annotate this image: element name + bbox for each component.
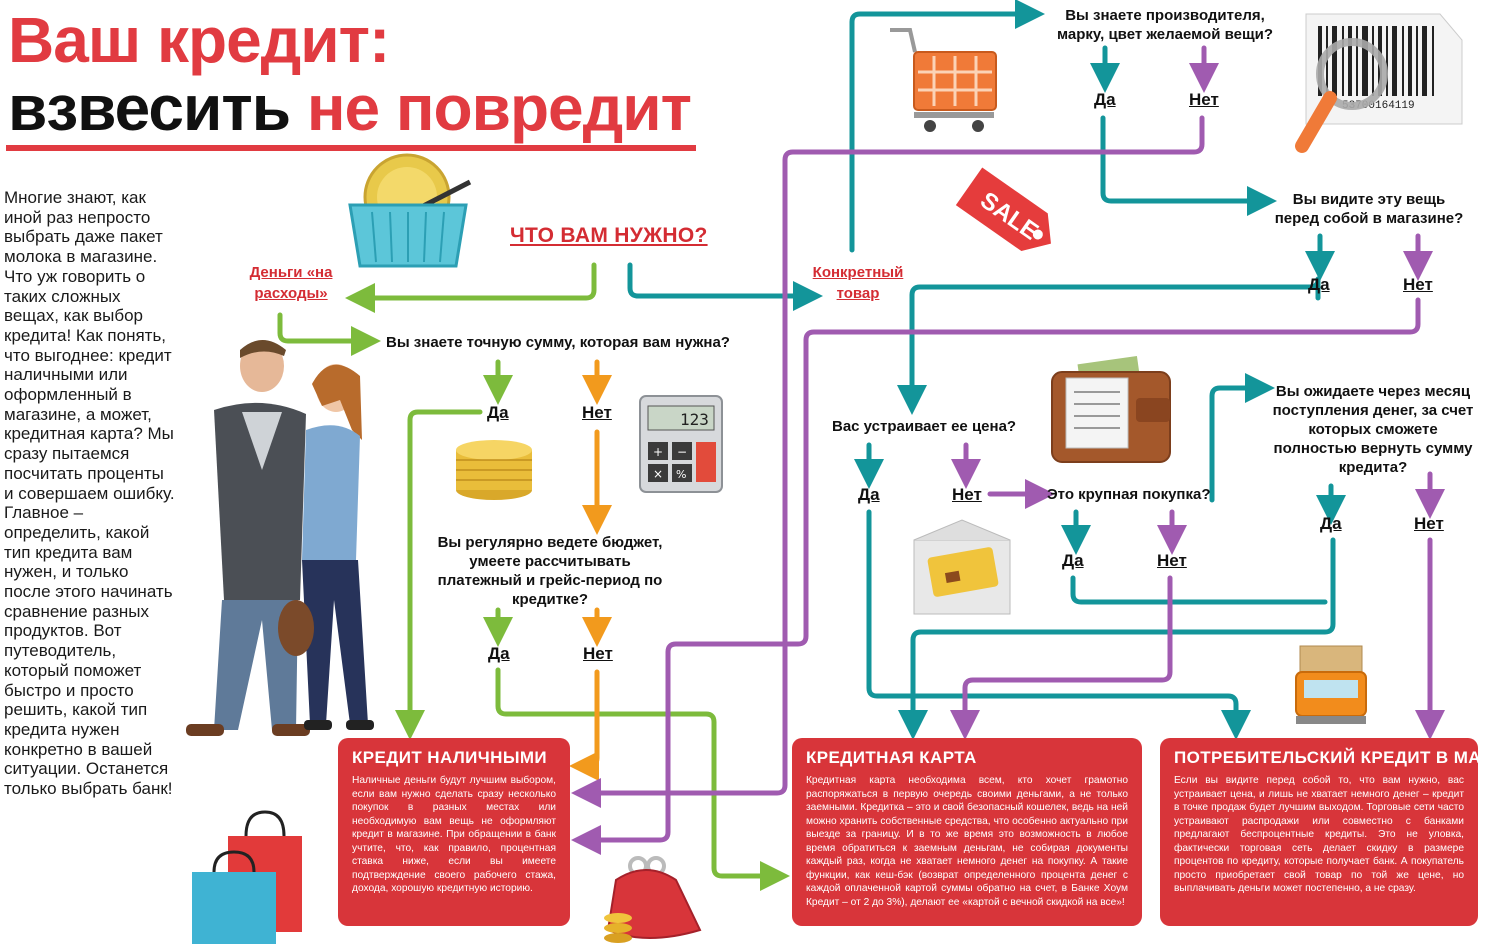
title-black-part: взвесить: [8, 72, 291, 144]
answer-income-no: Нет: [1414, 514, 1444, 533]
wallet-illustration: [1051, 356, 1171, 463]
question-big-purchase: Это крупная покупка?: [1047, 486, 1211, 503]
start-question: ЧТО ВАМ НУЖНО?: [510, 224, 708, 247]
arrow-big-no-to-card: [950, 575, 1173, 740]
arrow-brand-no-to-cash: [571, 115, 1205, 808]
answer-budget-no: Нет: [583, 644, 613, 663]
arrow-yes-to-cash: [395, 409, 483, 740]
result-cash-loan-text: Наличные деньги будут лучшим выбором, ес…: [352, 775, 556, 894]
arrow-brand-yes-to-see: [1100, 115, 1277, 216]
calculator-display: 123: [680, 410, 709, 429]
arrow-big-yes-line: [1070, 575, 1243, 605]
answer-budget-yes: Да: [488, 644, 510, 663]
result-store-loan-title: ПОТРЕБИТЕЛЬСКИЙ КРЕДИТ В МАГАЗИНЕ: [1174, 748, 1486, 767]
arrow-see-no-to-cash: [571, 297, 1421, 855]
question-income: Вы ожидаете через месяц поступления дене…: [1272, 383, 1474, 476]
result-credit-card: КРЕДИТНАЯ КАРТА Кредитная карта необходи…: [792, 738, 1142, 926]
arrow-income-yes-to-card: [898, 537, 1336, 740]
envelope-card-illustration: [913, 519, 1011, 615]
answer-brand-yes: Да: [1094, 90, 1116, 109]
answer-see-item-yes: Да: [1308, 275, 1330, 294]
answer-price-no: Нет: [952, 485, 982, 504]
option-product: Конкретный товар: [812, 264, 904, 302]
answer-price-yes: Да: [858, 485, 880, 504]
result-store-loan: ПОТРЕБИТЕЛЬСКИЙ КРЕДИТ В МАГАЗИНЕ Если в…: [1160, 738, 1486, 926]
arrow-product: [627, 262, 823, 311]
title-underline: [6, 145, 696, 151]
calculator-key-plus: +: [653, 445, 663, 459]
calculator-key-times: ×: [653, 467, 663, 481]
arrow-product-to-brand: [849, 0, 1045, 253]
coins-stack-illustration: [456, 440, 532, 500]
sale-tag-illustration: SALE: [955, 167, 1051, 252]
arrow-see-yes-to-price: [897, 276, 1321, 415]
arrow-to-income: [1209, 373, 1275, 503]
basket-coin-illustration: [348, 153, 472, 268]
answer-income-yes: Да: [1320, 514, 1342, 533]
purse-illustration: [604, 856, 702, 943]
arrow-money: [345, 262, 597, 313]
result-cash-loan: КРЕДИТ НАЛИЧНЫМИ Наличные деньги будут л…: [338, 738, 570, 926]
calculator-illustration: 123 + − × %: [639, 395, 723, 493]
option-money: Деньги «на расходы»: [249, 264, 333, 302]
arrow-budget-yes-to-card: [495, 667, 790, 891]
result-store-loan-text: Если вы видите перед собой то, что вам н…: [1174, 775, 1464, 894]
arrow-to-exact-sum: [277, 312, 381, 356]
question-see-item: Вы видите эту вещь перед собой в магазин…: [1274, 191, 1464, 227]
title-line-2: взвесить не повредит: [8, 72, 692, 144]
calculator-key-percent: %: [676, 468, 686, 481]
couple-illustration: [186, 340, 374, 736]
delivery-truck-illustration: [1295, 645, 1367, 724]
result-cash-loan-title: КРЕДИТ НАЛИЧНЫМИ: [352, 748, 548, 767]
arrow-budget-no-to-cash: [569, 669, 600, 781]
arrow-price-yes-to-store: [866, 509, 1251, 740]
shopping-bags-illustration: [192, 810, 302, 944]
question-budget: Вы регулярно ведете бюджет, умеете рассч…: [437, 534, 663, 608]
answer-big-purchase-yes: Да: [1062, 551, 1084, 570]
intro-text: Многие знают, как иной раз непросто выбр…: [4, 188, 175, 799]
calculator-key-minus: −: [677, 445, 687, 459]
question-price: Вас устраивает ее цена?: [832, 418, 1017, 435]
answer-brand-no: Нет: [1189, 90, 1219, 109]
answer-exact-sum-no: Нет: [582, 403, 612, 422]
answer-big-purchase-no: Нет: [1157, 551, 1187, 570]
barcode-magnifier-illustration: 53700164119: [1295, 13, 1463, 153]
result-credit-card-text: Кредитная карта необходима всем, кто хоч…: [806, 775, 1128, 908]
title-red-part: не повредит: [306, 72, 692, 144]
question-exact-sum: Вы знаете точную сумму, которая вам нужн…: [386, 334, 730, 351]
title-line-1: Ваш кредит:: [8, 4, 390, 76]
shopping-cart-illustration: [890, 28, 997, 132]
answer-exact-sum-yes: Да: [487, 403, 509, 422]
answer-see-item-no: Нет: [1403, 275, 1433, 294]
result-credit-card-title: КРЕДИТНАЯ КАРТА: [806, 748, 977, 767]
question-brand: Вы знаете производителя, марку, цвет жел…: [1056, 7, 1273, 43]
